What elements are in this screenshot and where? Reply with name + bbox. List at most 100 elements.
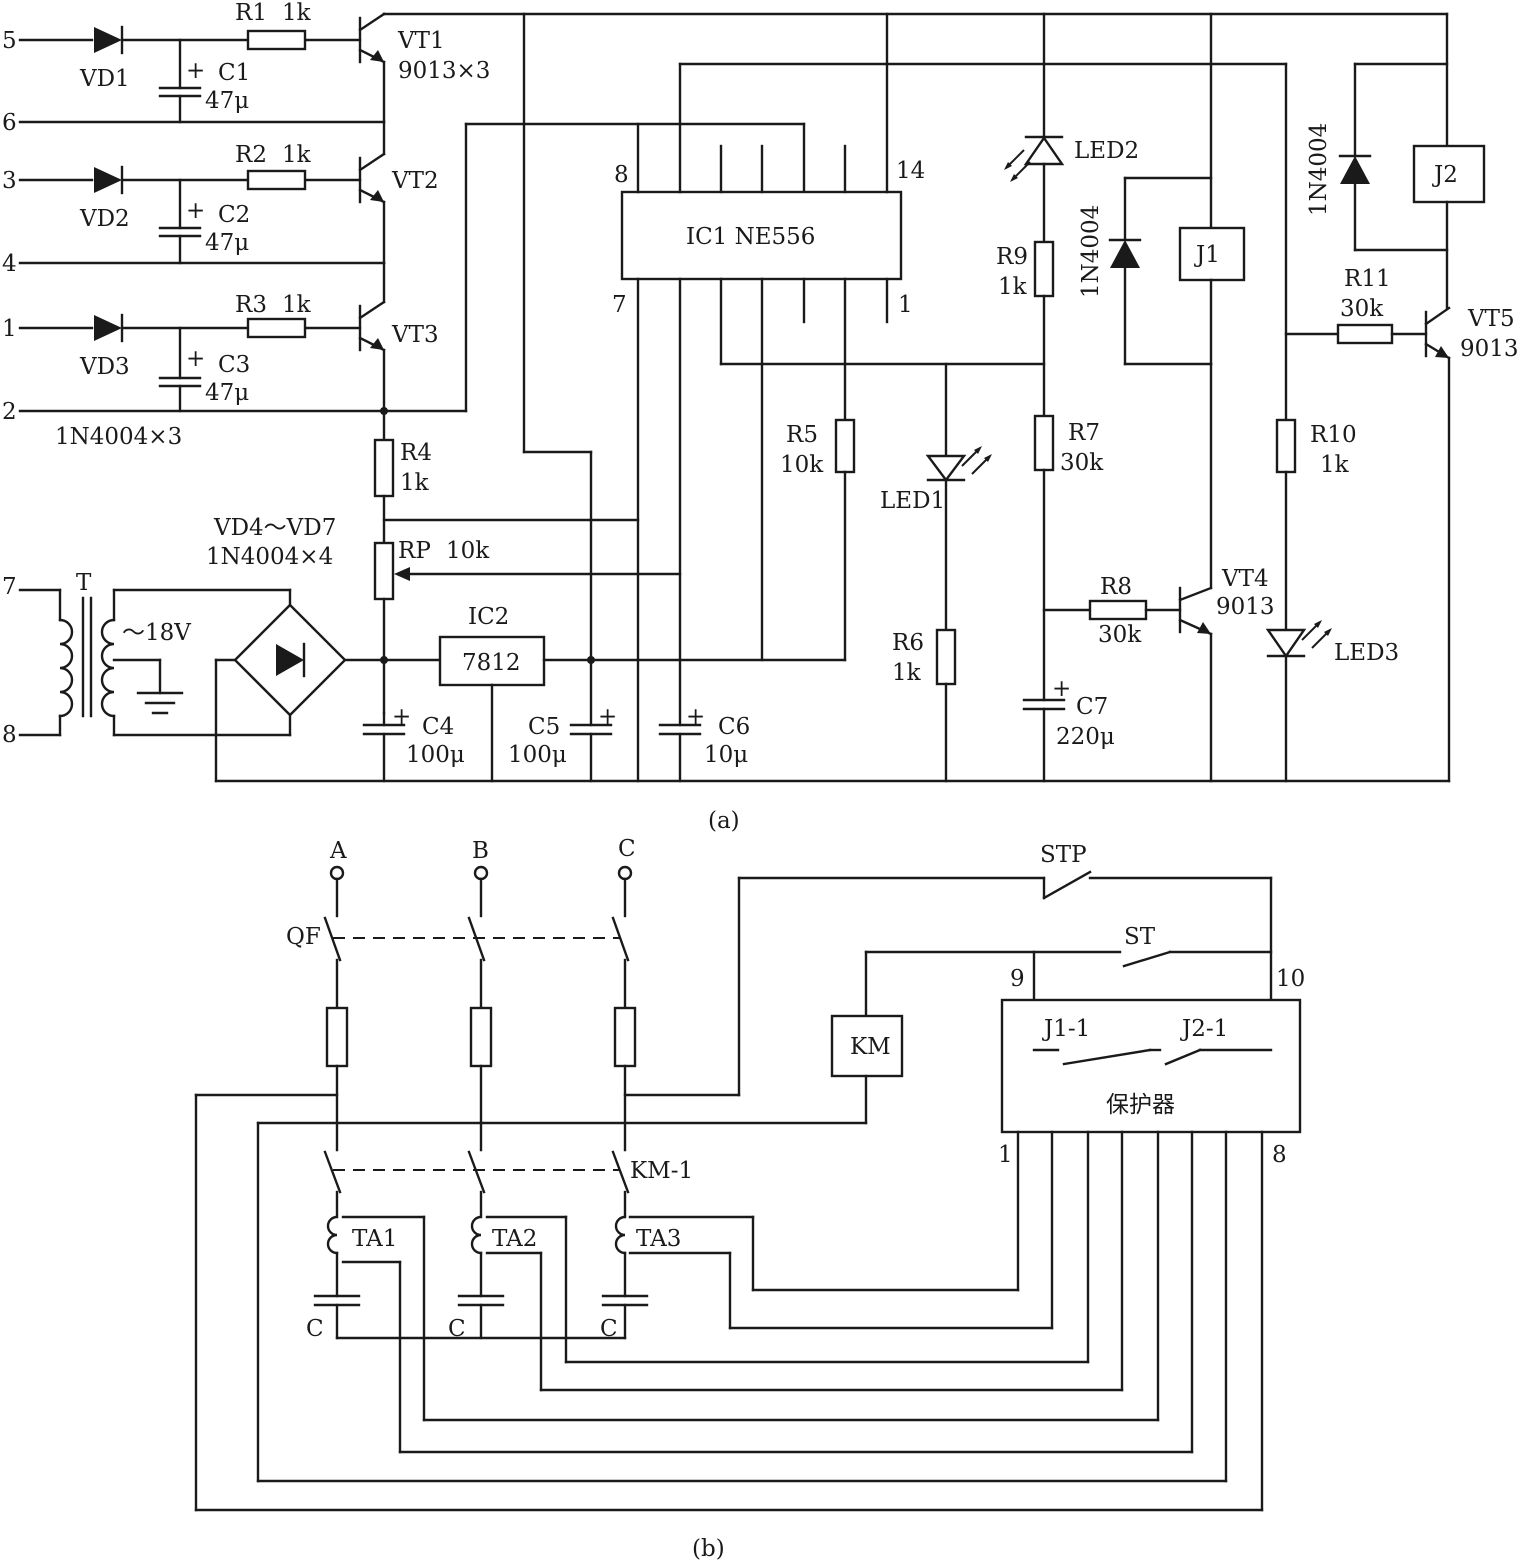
- ta1-label: TA1: [352, 1226, 397, 1252]
- bridge-name: VD4～VD7: [213, 515, 336, 541]
- transistor-vt4: [1178, 586, 1213, 636]
- ta3-label: TA3: [636, 1226, 681, 1252]
- ground-icon: [112, 658, 184, 715]
- r7-value: 30k: [1060, 450, 1104, 476]
- caption-b: (b): [692, 1536, 725, 1562]
- current-transformer-ta1: [326, 1215, 339, 1298]
- r4-value: 1k: [400, 470, 430, 496]
- terminal-1: 1: [2, 316, 17, 342]
- r2-value: 1k: [282, 142, 312, 168]
- caption-a: (a): [708, 808, 740, 834]
- c2-value: 47μ: [205, 230, 249, 256]
- r1-name: R1: [235, 0, 267, 26]
- r4-name: R4: [400, 440, 432, 466]
- d-j1-label: 1N4004: [1078, 205, 1104, 298]
- contactor-coil-km: [830, 1014, 904, 1078]
- j1-1-label: J1-1: [1042, 1016, 1090, 1042]
- qf-label: QF: [286, 924, 321, 950]
- breaker-qf: [323, 916, 630, 962]
- diode-vd3: [94, 313, 124, 343]
- vt1-type: 9013×3: [398, 58, 490, 84]
- st-label: ST: [1124, 924, 1156, 950]
- protector-label: 保护器: [1106, 1092, 1175, 1118]
- c5-value: 100μ: [508, 742, 567, 768]
- contactor-contact-km1: [323, 1150, 630, 1194]
- vd2-label: VD2: [79, 206, 130, 232]
- phase-a-label: A: [329, 838, 347, 864]
- terminal-4: 4: [2, 251, 17, 277]
- ct-wiring: [194, 1093, 1264, 1512]
- c7-plus: +: [1052, 676, 1071, 702]
- current-transformer-ta3: [614, 1215, 627, 1298]
- c1-value: 47μ: [205, 88, 249, 114]
- ic1-pin7: 7: [612, 292, 627, 318]
- start-button-st[interactable]: [1122, 950, 1273, 968]
- c2-plus: +: [186, 198, 205, 224]
- protector-pin10: 10: [1276, 966, 1305, 992]
- r10-name: R10: [1310, 422, 1357, 448]
- capacitor-c4: [362, 723, 406, 783]
- d-j2-label: 1N4004: [1306, 123, 1332, 216]
- potentiometer-rp: [373, 541, 395, 601]
- transformer-voltage: ～18V: [122, 620, 191, 646]
- ic1-label: IC1 NE556: [686, 224, 815, 250]
- phase-b-label: B: [472, 838, 489, 864]
- current-transformer-ta2: [470, 1215, 483, 1298]
- diode-vd1: [94, 25, 124, 55]
- resistor-r2: [246, 169, 307, 191]
- rp-value: 10k: [446, 538, 490, 564]
- terminal-2: 2: [2, 399, 17, 425]
- c3-name: C3: [218, 352, 250, 378]
- r9-name: R9: [996, 244, 1028, 270]
- timer-ic1: [620, 190, 903, 281]
- ic1-pin8: 8: [614, 162, 629, 188]
- vt3-label: VT3: [391, 322, 439, 348]
- c1-plus: +: [186, 58, 205, 84]
- relay-j2: [1412, 144, 1486, 204]
- phase-c-label: C: [618, 836, 636, 862]
- c3-plus: +: [186, 346, 205, 372]
- r9-value: 1k: [998, 274, 1028, 300]
- r5-value: 10k: [780, 452, 824, 478]
- led3-label: LED3: [1334, 640, 1399, 666]
- resistor-r6: [935, 628, 957, 686]
- resistor-r9: [1033, 240, 1055, 298]
- r3-value: 1k: [282, 292, 312, 318]
- protector-box: [1000, 998, 1302, 1134]
- r3-name: R3: [235, 292, 267, 318]
- vt4-type: 9013: [1216, 594, 1275, 620]
- resistor-r1: [246, 29, 307, 51]
- resistor-r8: [1088, 599, 1148, 621]
- capacitor-c2: [158, 226, 202, 238]
- vt1-label: VT1: [397, 28, 445, 54]
- c5-plus: +: [598, 704, 617, 730]
- r1-value: 1k: [282, 0, 312, 26]
- stp-label: STP: [1040, 842, 1087, 868]
- ic1-pin1: 1: [898, 292, 913, 318]
- vd3-label: VD3: [79, 354, 130, 380]
- terminal-7: 7: [2, 574, 17, 600]
- vd1-label: VD1: [79, 66, 130, 92]
- c6-value: 10μ: [704, 742, 748, 768]
- r5-name: R5: [786, 422, 818, 448]
- fuse-b: [469, 1006, 493, 1068]
- r11-value: 30k: [1340, 296, 1384, 322]
- cap-a-label: C: [306, 1316, 324, 1342]
- c4-plus: +: [392, 704, 411, 730]
- led1-label: LED1: [880, 488, 945, 514]
- ic2-type: 7812: [462, 650, 521, 676]
- cap-c-label: C: [600, 1316, 618, 1342]
- diagram-b: A B C QF STP ST KM: [194, 836, 1305, 1562]
- ta2-label: TA2: [492, 1226, 537, 1252]
- terminal-5: 5: [2, 28, 17, 54]
- r11-name: R11: [1344, 266, 1391, 292]
- resistor-r5: [834, 418, 856, 474]
- led2-icon: [1004, 135, 1065, 182]
- stop-button-stp[interactable]: [1042, 870, 1273, 900]
- led3-icon: [1265, 620, 1332, 659]
- c7-value: 220μ: [1056, 724, 1115, 750]
- led1-icon: [925, 446, 992, 482]
- fuse-a: [325, 1006, 349, 1068]
- fuse-c: [613, 1006, 637, 1068]
- diode-vd2: [94, 165, 124, 195]
